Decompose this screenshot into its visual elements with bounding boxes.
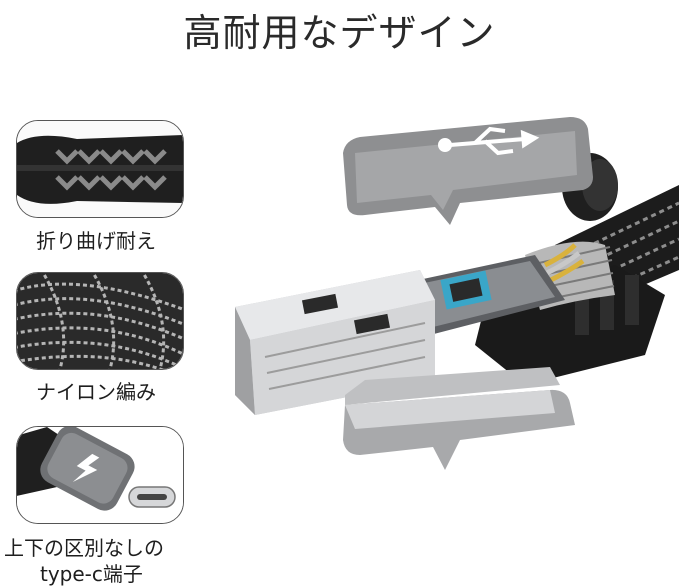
page-title: 高耐用なデザイン <box>183 11 496 55</box>
type-c-caption-line2: type-c端子 <box>40 562 143 586</box>
type-c-thumbnail <box>16 426 184 524</box>
bend-resistance-caption: 折り曲げ耐え <box>36 229 156 253</box>
nylon-braid-caption: ナイロン編み <box>36 380 156 404</box>
bend-relief-image <box>17 121 183 217</box>
bend-resistance-thumbnail <box>16 120 184 218</box>
usb-exploded-illustration <box>235 117 679 470</box>
usb-symbol-icon <box>438 126 540 156</box>
type-c-connector-image <box>17 427 183 523</box>
nylon-braid-thumbnail <box>16 272 184 370</box>
nylon-braid-image <box>17 273 183 369</box>
type-c-caption-line1: 上下の区別なしの <box>4 536 164 560</box>
